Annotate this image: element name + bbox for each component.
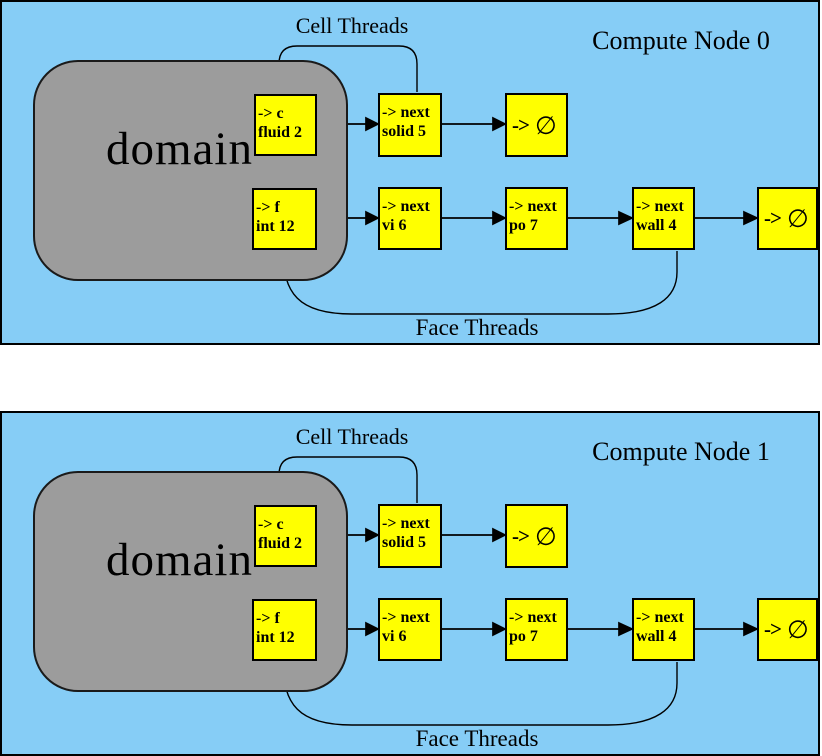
- face-thread-po7-box: -> next po 7: [505, 187, 568, 250]
- box-line2: int 12: [256, 218, 295, 235]
- face-thread-vi6-box: -> next vi 6: [378, 187, 442, 250]
- compute-node-0-panel: domain Cell Threads Compute Node 0 Face …: [0, 0, 820, 345]
- cell-threads-label: Cell Threads: [295, 424, 409, 449]
- box-line2: po 7: [509, 628, 538, 645]
- domain-label: domain: [106, 534, 253, 586]
- empty-set-icon: ∅: [534, 521, 557, 551]
- box-line2: wall 4: [636, 217, 677, 234]
- compute-node-1-panel: domain Cell Threads Compute Node 1 Face …: [0, 411, 820, 756]
- box-line2: po 7: [509, 217, 538, 234]
- cell-thread-solid5-box: -> next solid 5: [378, 93, 442, 157]
- null-arrow: ->: [512, 112, 530, 137]
- box-line1: -> next: [382, 609, 430, 626]
- cell-threads-label: Cell Threads: [295, 13, 409, 38]
- panel-title: Compute Node 0: [592, 26, 770, 55]
- cell-thread-head-box: -> c fluid 2: [254, 94, 317, 156]
- null-arrow: ->: [512, 523, 530, 548]
- box-line2: vi 6: [382, 217, 407, 234]
- null-arrow: ->: [764, 617, 782, 641]
- cell-thread-null-box: -> ∅: [505, 504, 568, 568]
- box-line1: -> next: [382, 515, 430, 532]
- box-line1: -> next: [382, 198, 430, 215]
- face-threads-label: Face Threads: [415, 315, 539, 340]
- cell-thread-null-box: -> ∅: [505, 93, 568, 157]
- box-line1: -> f: [256, 199, 280, 216]
- face-thread-wall4-box: -> next wall 4: [632, 598, 695, 661]
- null-arrow: ->: [764, 206, 782, 230]
- empty-set-icon: ∅: [786, 204, 809, 233]
- panel-title: Compute Node 1: [592, 437, 770, 466]
- box-line1: -> next: [636, 609, 684, 626]
- face-threads-curve: [282, 660, 678, 726]
- box-line1: -> f: [256, 610, 280, 627]
- box-line1: -> c: [258, 105, 284, 122]
- cell-thread-solid5-box: -> next solid 5: [378, 504, 442, 568]
- face-threads-curve: [282, 249, 678, 315]
- domain-label: domain: [106, 123, 253, 175]
- box-line2: solid 5: [382, 534, 427, 551]
- face-threads-label: Face Threads: [415, 726, 539, 751]
- face-thread-head-box: -> f int 12: [252, 188, 317, 250]
- box-line1: -> next: [382, 104, 430, 121]
- box-line2: fluid 2: [258, 124, 303, 141]
- box-line2: wall 4: [636, 628, 677, 645]
- face-thread-po7-box: -> next po 7: [505, 598, 568, 661]
- box-line2: vi 6: [382, 628, 407, 645]
- cell-thread-head-box: -> c fluid 2: [254, 505, 317, 567]
- box-line1: -> next: [509, 609, 557, 626]
- box-line2: int 12: [256, 629, 295, 646]
- face-thread-head-box: -> f int 12: [252, 599, 317, 661]
- empty-set-icon: ∅: [534, 110, 557, 140]
- box-line2: solid 5: [382, 123, 427, 140]
- face-thread-wall4-box: -> next wall 4: [632, 187, 695, 250]
- box-line1: -> next: [509, 198, 557, 215]
- box-line1: -> next: [636, 198, 684, 215]
- face-thread-null-box: -> ∅: [757, 187, 818, 250]
- face-thread-vi6-box: -> next vi 6: [378, 598, 442, 661]
- empty-set-icon: ∅: [786, 615, 809, 644]
- face-thread-null-box: -> ∅: [757, 598, 818, 661]
- box-line1: -> c: [258, 516, 284, 533]
- box-line2: fluid 2: [258, 535, 303, 552]
